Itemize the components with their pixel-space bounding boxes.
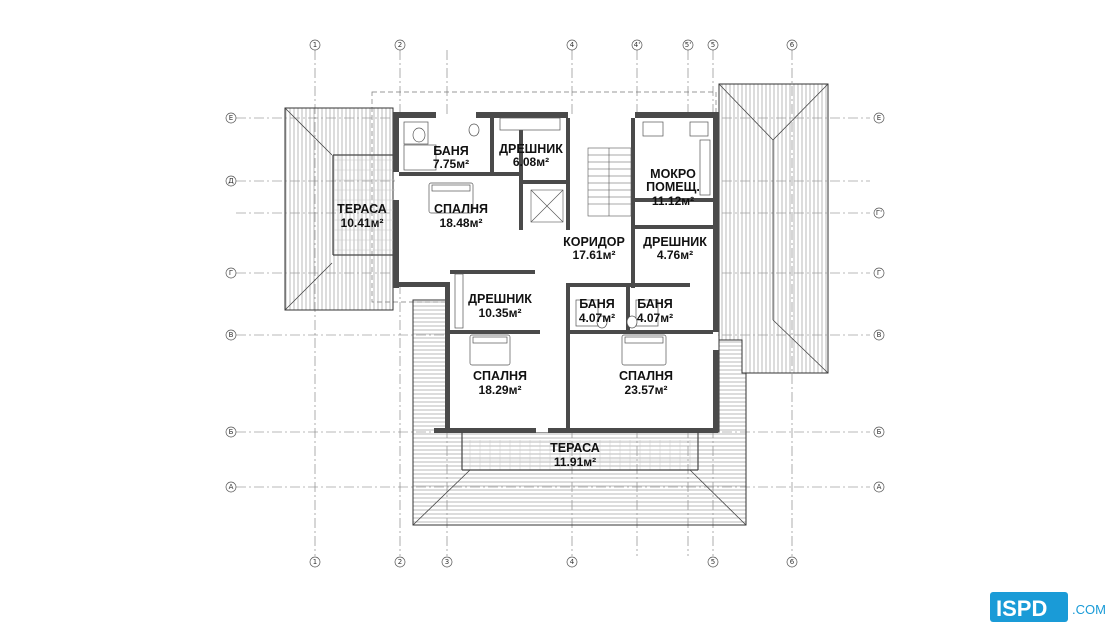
grid-label-col: 1 — [313, 558, 317, 566]
grid-label-col: 1 — [313, 41, 317, 49]
staircase — [530, 147, 632, 223]
grid-label-col: 6 — [790, 558, 795, 566]
grid-label-row: Г — [229, 269, 233, 277]
room-name: КОРИДОР — [563, 235, 625, 249]
room-labels: БАНЯ 7.75м² ДРЕШНИК 6.08м² МОКРО ПОМЕЩ. … — [337, 142, 707, 469]
logo-domain: .COM — [1072, 602, 1106, 617]
room-area: 18.29м² — [479, 383, 522, 397]
grid-label-col: 6 — [790, 41, 795, 49]
grid-label-col: 4 — [570, 41, 575, 49]
grid-label-row: Е — [229, 114, 233, 122]
room-name: ДРЕШНИК — [468, 292, 532, 306]
room-area: 10.41м² — [341, 216, 384, 230]
room-name: ТЕРАСА — [550, 441, 600, 455]
walls — [393, 112, 719, 433]
room-area: 7.75м² — [433, 157, 469, 171]
grid-bubble-labels: 1 2 4 4' 5' 5 6 1 2 3 4 5 6 Е Д Г В Б А … — [228, 41, 882, 566]
furniture — [403, 117, 711, 366]
ispd-logo: ISPD .COM — [990, 592, 1106, 622]
room-area: 23.57м² — [625, 383, 668, 397]
logo-badge — [990, 592, 1068, 622]
room-area: 10.35м² — [479, 306, 522, 320]
grid-label-col: 5' — [685, 41, 691, 49]
logo-brand: ISPD — [996, 596, 1047, 621]
room-name: МОКРО — [650, 167, 696, 181]
right-roof — [718, 83, 829, 374]
grid-label-row: А — [877, 483, 882, 491]
room-name: СПАЛНЯ — [434, 202, 488, 216]
room-area: 17.61м² — [573, 248, 616, 262]
room-area: 4.07м² — [637, 311, 673, 325]
room-name: БАНЯ — [579, 297, 615, 311]
room-name: ДРЕШНИК — [643, 235, 707, 249]
room-area: 11.12м² — [652, 194, 694, 208]
room-name: БАНЯ — [637, 297, 673, 311]
room-area: 11.91м² — [554, 455, 596, 469]
grid-label-row: Б — [229, 428, 234, 436]
grid-label-col: 2 — [398, 558, 402, 566]
room-name: ПОМЕЩ. — [646, 180, 700, 194]
grid-label-row: В — [877, 331, 882, 339]
grid-bubbles — [225, 39, 885, 568]
grid-label-row: Д — [228, 177, 234, 185]
grid-label-row: Г — [877, 269, 881, 277]
terrace-railings — [332, 154, 699, 471]
grid-label-col: 3 — [445, 558, 449, 566]
grid-label-row: В — [229, 331, 234, 339]
grid-label-col: 5 — [711, 558, 715, 566]
room-name: БАНЯ — [433, 144, 469, 158]
room-name: СПАЛНЯ — [473, 369, 527, 383]
room-area: 6.08м² — [513, 155, 549, 169]
room-area: 18.48м² — [440, 216, 483, 230]
room-area: 4.07м² — [579, 311, 615, 325]
room-name: СПАЛНЯ — [619, 369, 673, 383]
grid-label-col: 4' — [634, 41, 640, 49]
grid-label-col: 5 — [711, 41, 715, 49]
grid-label-row: Е — [877, 114, 881, 122]
room-name: ТЕРАСА — [337, 202, 387, 216]
grid-label-col: 2 — [398, 41, 402, 49]
grid-label-row: Г' — [876, 209, 882, 217]
grid-label-row: Б — [877, 428, 882, 436]
room-name: ДРЕШНИК — [499, 142, 563, 156]
grid-label-col: 4 — [570, 558, 575, 566]
room-area: 4.76м² — [657, 248, 693, 262]
grid-label-row: А — [229, 483, 234, 491]
